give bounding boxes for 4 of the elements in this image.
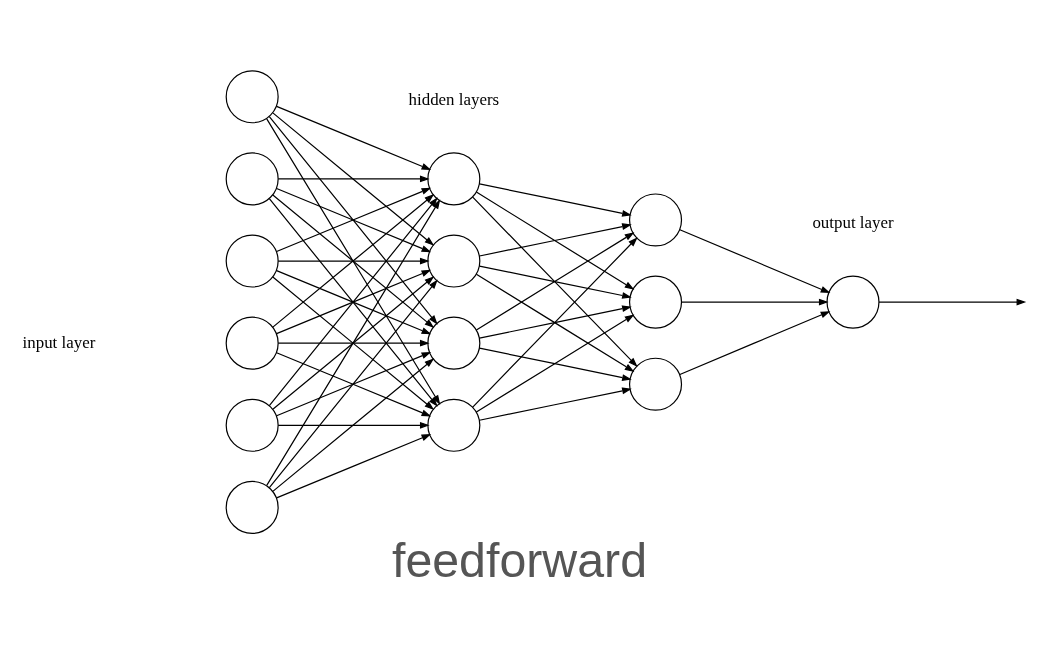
label: input layer <box>22 332 96 352</box>
label: hidden layers <box>408 89 500 109</box>
label: output layer <box>812 212 894 232</box>
caption: feedforward <box>391 532 648 587</box>
